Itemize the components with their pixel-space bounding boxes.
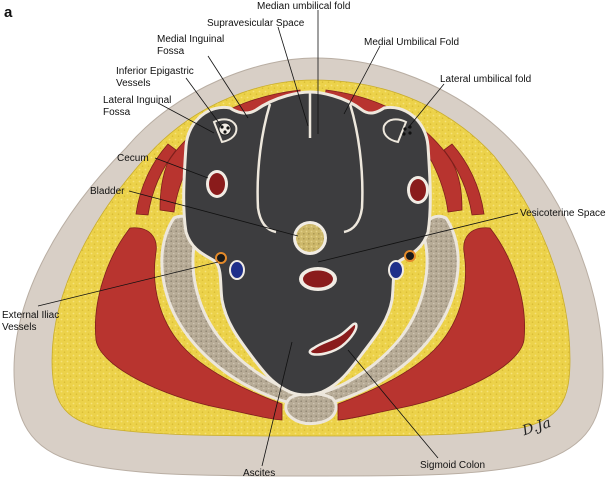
external-iliac-vessels-right [388, 250, 416, 280]
inferior-epigastric-vessels-left [218, 122, 232, 136]
label-sigmoid-colon: Sigmoid Colon [420, 460, 485, 471]
label-ascites: Ascites [243, 468, 275, 479]
label-vesicoterine-space: Vesicoterine Space [520, 208, 606, 219]
iliopsoas-muscle-right [337, 227, 525, 421]
leader-lines [37, 10, 519, 467]
medial-umbilical-fold-line-right [343, 103, 364, 234]
label-cecum: Cecum [117, 153, 149, 164]
uterus [299, 267, 337, 291]
label-external-iliac-line2: Vessels [2, 322, 36, 333]
descending-colon [407, 176, 429, 204]
label-medial-umbilical-fold: Medial Umbilical Fold [364, 37, 459, 48]
label-supravesicular-space: Supravesicular Space [207, 18, 305, 29]
label-external-iliac-line1: External Iliac [2, 310, 59, 321]
iliopsoas-muscle-left [95, 227, 283, 421]
label-medial-inguinal-fossa-line2: Fossa [157, 46, 185, 57]
cecum [206, 170, 228, 198]
inferior-epigastric-vessels-right [402, 125, 412, 136]
label-inferior-epigastric-line1: Inferior Epigastric [116, 66, 194, 77]
label-lateral-inguinal-fossa-line1: Lateral Inguinal [103, 95, 171, 106]
lateral-fold-spur-right [382, 118, 408, 144]
label-bladder: Bladder [90, 186, 125, 197]
oblique-muscles-right [443, 143, 485, 216]
label-lateral-umbilical-fold: Lateral umbilical fold [440, 74, 531, 85]
sacrum-bone [284, 392, 338, 426]
label-lateral-inguinal-fossa-line2: Fossa [103, 107, 131, 118]
label-medial-inguinal-fossa-line1: Medial Inguinal [157, 34, 224, 45]
label-median-umbilical-fold: Median umbilical fold [257, 1, 350, 12]
external-iliac-vessels-left [215, 252, 245, 280]
label-inferior-epigastric-line2: Vessels [116, 78, 150, 89]
sigmoid-colon [308, 322, 358, 356]
bladder [293, 221, 327, 255]
panel-letter: a [4, 4, 13, 21]
